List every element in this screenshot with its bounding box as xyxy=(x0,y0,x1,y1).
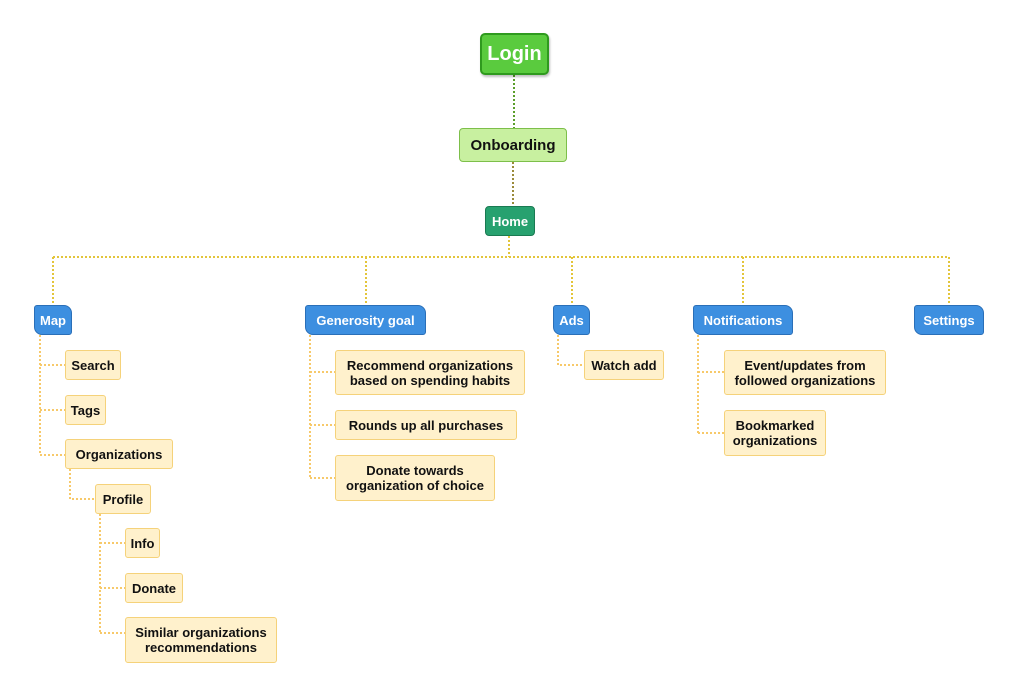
profile-node[interactable]: Profile xyxy=(95,484,151,514)
donate-towards-node[interactable]: Donate towards organization of choice xyxy=(335,455,495,501)
search-node[interactable]: Search xyxy=(65,350,121,380)
connector-generosity-children xyxy=(309,335,335,479)
onboarding-node[interactable]: Onboarding xyxy=(459,128,567,162)
generosity-goal-node[interactable]: Generosity goal xyxy=(305,305,426,335)
notifications-node[interactable]: Notifications xyxy=(693,305,793,335)
rounds-up-node[interactable]: Rounds up all purchases xyxy=(335,410,517,440)
info-node[interactable]: Info xyxy=(125,528,160,558)
connector-organizations-profile xyxy=(69,469,95,500)
donate-node[interactable]: Donate xyxy=(125,573,183,603)
tags-node[interactable]: Tags xyxy=(65,395,106,425)
ads-node[interactable]: Ads xyxy=(553,305,590,335)
similar-organizations-node[interactable]: Similar organizations recommendations xyxy=(125,617,277,663)
bookmarked-organizations-node[interactable]: Bookmarked organizations xyxy=(724,410,826,456)
watch-add-node[interactable]: Watch add xyxy=(584,350,664,380)
settings-node[interactable]: Settings xyxy=(914,305,984,335)
event-updates-node[interactable]: Event/updates from followed organization… xyxy=(724,350,886,395)
connector-profile-children xyxy=(99,514,125,634)
login-node[interactable]: Login xyxy=(480,33,549,75)
connector-ads-watch xyxy=(557,335,584,366)
organizations-node[interactable]: Organizations xyxy=(65,439,173,469)
recommend-organizations-node[interactable]: Recommend organizations based on spendin… xyxy=(335,350,525,395)
connector-map-children xyxy=(39,335,65,456)
home-node[interactable]: Home xyxy=(485,206,535,236)
connector-notifications-children xyxy=(697,335,724,434)
map-node[interactable]: Map xyxy=(34,305,72,335)
